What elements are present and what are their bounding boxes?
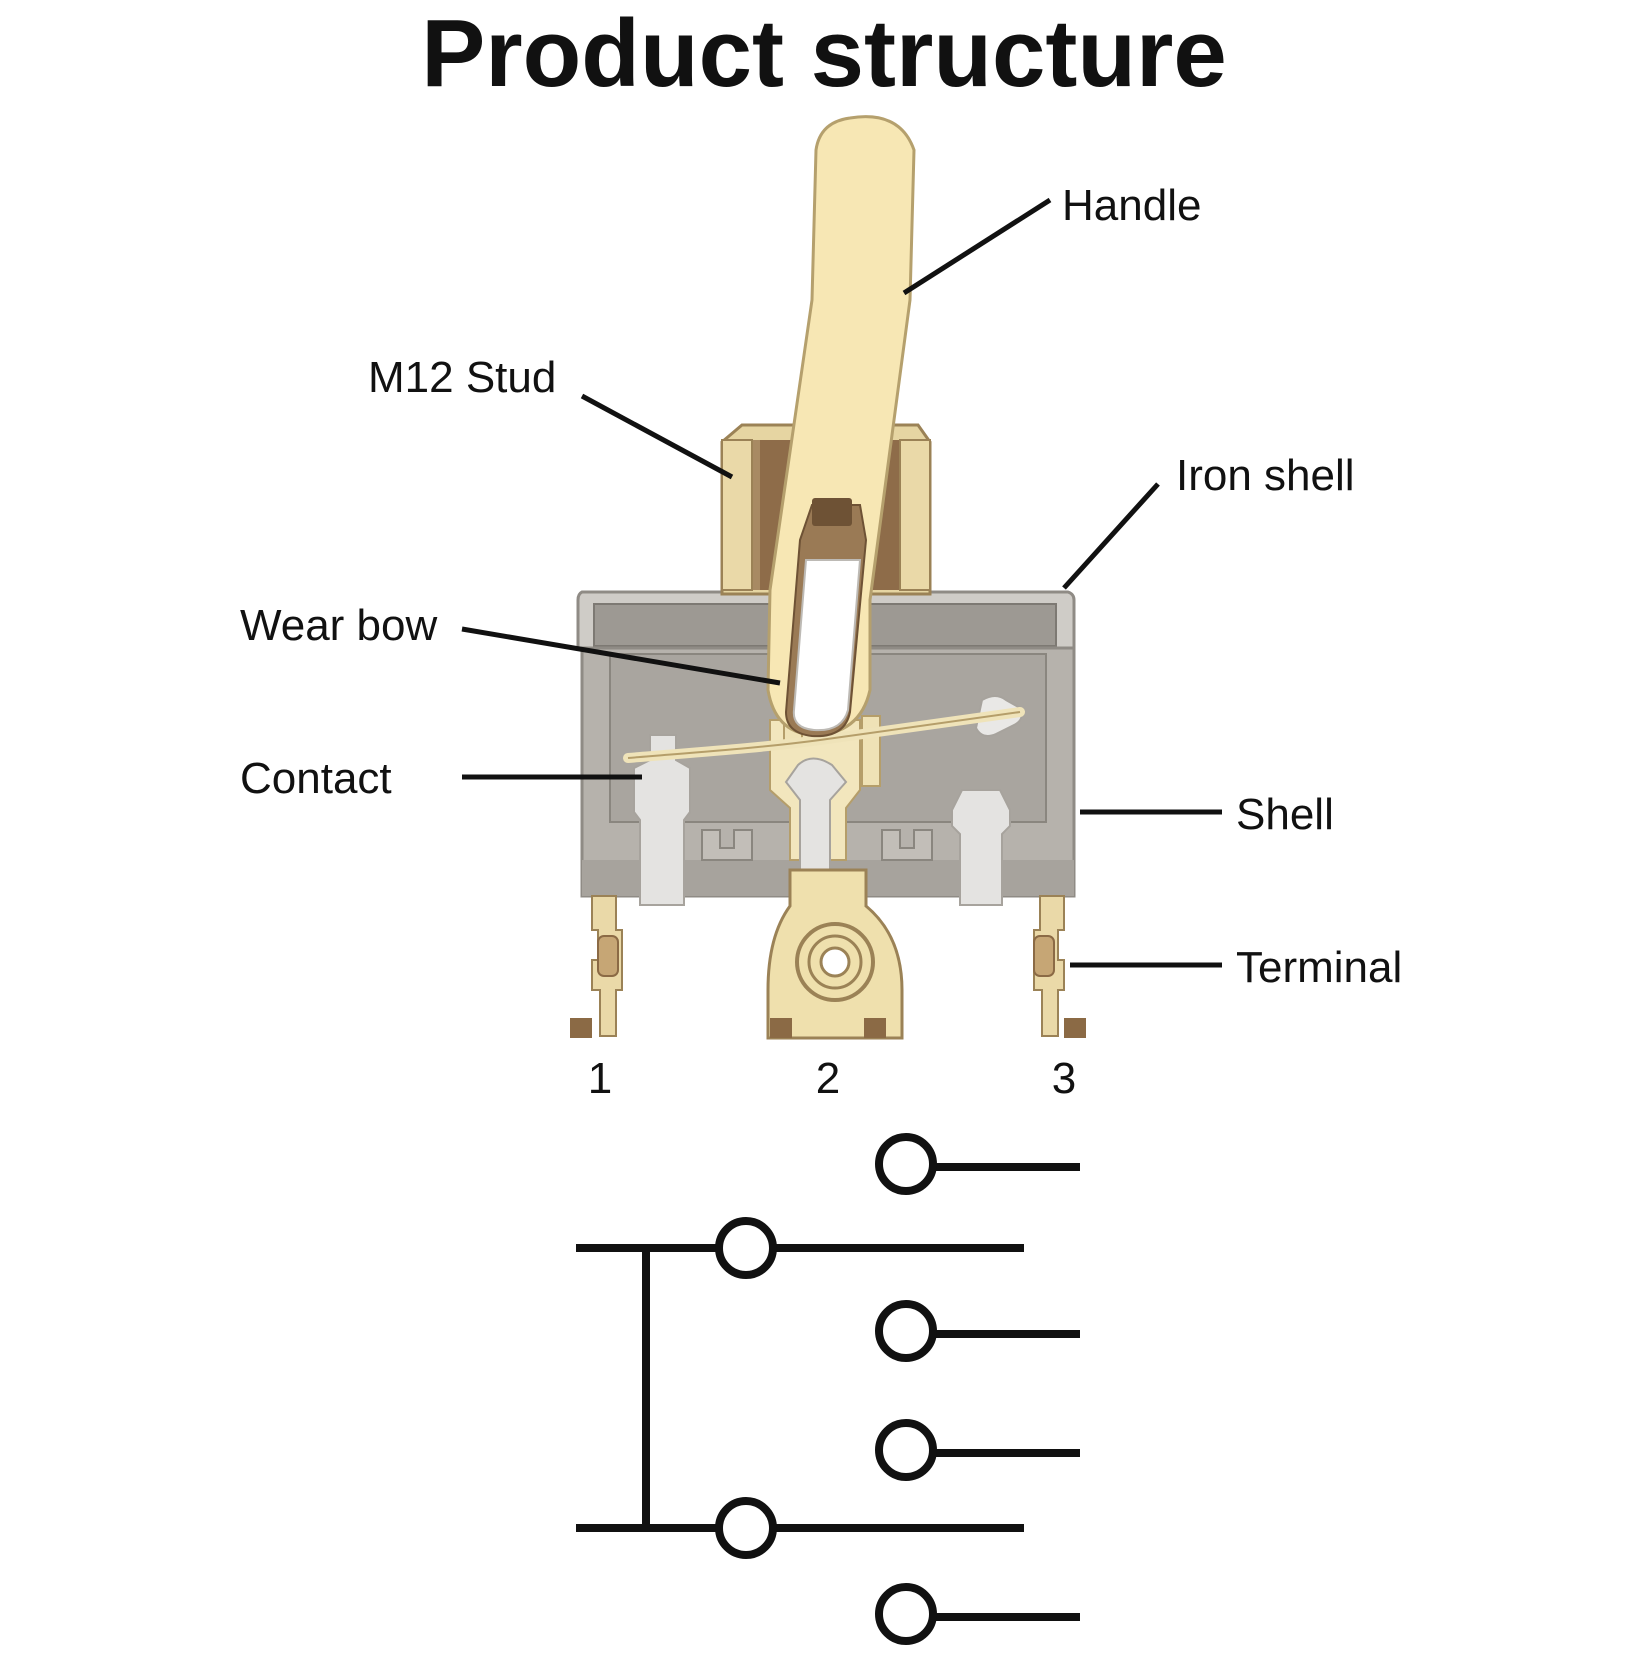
label-m12-stud: M12 Stud	[368, 353, 556, 402]
label-shell: Shell	[1236, 790, 1334, 839]
wear-bow-leader	[461, 626, 781, 686]
iron-shell-leader	[1062, 482, 1160, 590]
wear-bow	[784, 498, 868, 738]
terminal-2	[766, 868, 904, 1040]
terminal-1	[570, 895, 623, 1038]
schematic-throw-2a-node	[875, 1419, 937, 1481]
schematic-pole-2-node	[715, 1497, 777, 1559]
schematic-throw-1b-node	[875, 1300, 937, 1362]
page-title: Product structure	[421, 0, 1226, 107]
label-handle: Handle	[1062, 181, 1201, 230]
dpdt-switch-schematic-icon	[576, 1133, 1080, 1645]
m12-stud-leader	[580, 393, 734, 480]
terminal-3	[1033, 895, 1086, 1038]
leader-lines	[461, 197, 1222, 968]
schematic-throw-1a-node	[875, 1133, 937, 1195]
pin-number-1: 1	[588, 1054, 612, 1103]
label-terminal: Terminal	[1236, 943, 1402, 992]
pin-number-2: 2	[816, 1054, 840, 1103]
label-wear-bow: Wear bow	[240, 601, 437, 650]
label-contact: Contact	[240, 754, 392, 803]
label-iron-shell: Iron shell	[1176, 451, 1355, 500]
schematic-pole-1-node	[715, 1217, 777, 1279]
handle-leader	[902, 197, 1052, 296]
pin-number-3: 3	[1052, 1054, 1076, 1103]
toggle-switch-cross-section-icon	[570, 115, 1086, 1040]
schematic-throw-2b-node	[875, 1583, 937, 1645]
